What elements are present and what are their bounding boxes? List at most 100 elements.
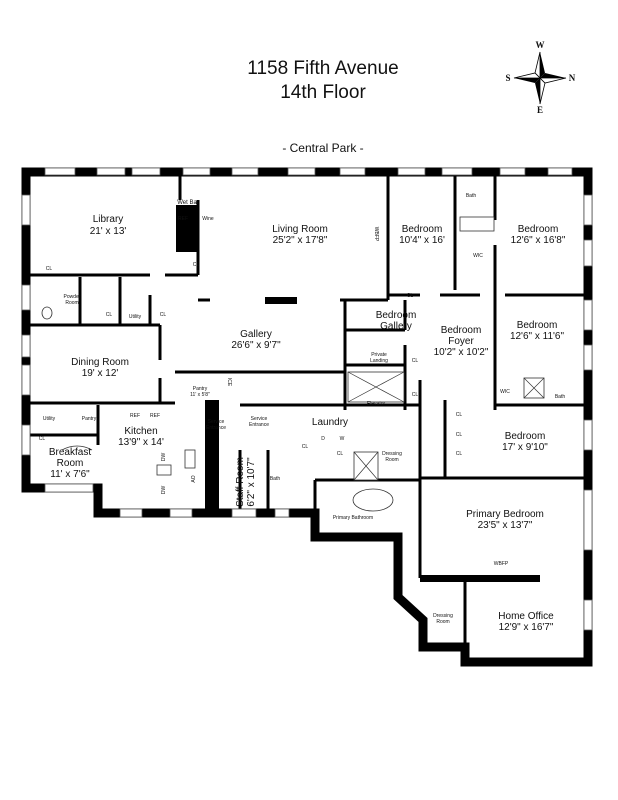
room-name: Staff Room xyxy=(235,457,246,507)
dryer-label: D xyxy=(321,436,325,442)
powder-room-label: Powder xyxy=(64,294,81,300)
windows xyxy=(21,167,593,631)
room-name: Bedroom xyxy=(402,224,443,235)
room-dims: 23'5" x 13'7" xyxy=(478,520,533,531)
dressing-room-label: Room xyxy=(385,457,398,463)
room-dims: 6'2" x 10'7" xyxy=(246,457,257,507)
compass-south: S xyxy=(505,73,510,83)
room-kitchen: Kitchen 13'9" x 14' xyxy=(118,426,164,448)
bath-label: Bath xyxy=(466,193,477,199)
compass-north: N xyxy=(569,73,576,83)
utility-label: Utility xyxy=(43,416,56,422)
service-entrance-label: Service xyxy=(208,419,225,425)
room-staff-room: Staff Room 6'2" x 10'7" xyxy=(235,457,257,507)
dishwasher-label: DW xyxy=(161,453,167,462)
room-name: Gallery xyxy=(240,329,272,340)
closet-label: CL xyxy=(456,451,463,457)
room-dims: 17' x 9'10" xyxy=(502,442,548,453)
closet-label: CL xyxy=(160,312,167,318)
wine-label: Wine xyxy=(202,216,214,222)
closet-label: CL xyxy=(407,293,414,299)
room-dims: 10'4" x 16' xyxy=(399,235,445,246)
room-library: Library 21' x 13' xyxy=(90,214,127,237)
compass-west: W xyxy=(536,40,545,50)
room-name: Bedroom xyxy=(441,325,482,336)
room-dims: 25'2" x 17'8" xyxy=(273,235,328,246)
fireplace-label: WBFP xyxy=(494,561,509,567)
central-park-label: - Central Park - xyxy=(282,141,363,155)
ref-label: REF xyxy=(178,216,188,222)
room-dims: 26'6" x 9'7" xyxy=(231,340,281,351)
room-dims: 11' x 7'6" xyxy=(50,469,90,480)
room-name: Bedroom xyxy=(505,431,546,442)
fireplace-label: WBFP xyxy=(373,227,379,242)
room-name: Foyer xyxy=(448,336,474,347)
powder-room-label: Room xyxy=(65,300,78,306)
appliance-label: AO xyxy=(191,475,197,482)
washer-label: W xyxy=(340,436,345,442)
closet-label: CL xyxy=(456,412,463,418)
closet-label: CL xyxy=(46,266,53,272)
ice-label: ICE xyxy=(226,378,232,387)
room-bedroom-1: Bedroom 10'4" x 16' xyxy=(399,224,445,246)
room-bedroom-4: Bedroom 17' x 9'10" xyxy=(502,431,548,453)
compass-rose-icon xyxy=(513,51,567,105)
dressing-room-label: Dressing xyxy=(433,613,453,619)
room-name: Kitchen xyxy=(124,426,157,437)
service-entrance-label: Service xyxy=(251,416,268,422)
private-landing-label: Private xyxy=(371,352,387,358)
room-gallery: Gallery 26'6" x 9'7" xyxy=(231,329,281,351)
closet-label: CL xyxy=(412,358,419,364)
service-entrance-label: Entrance xyxy=(249,422,269,428)
room-dims: 21' x 13' xyxy=(90,226,127,237)
fixture-labels: Wet Bar REF Wine CL CL WBFP Bath WIC CL … xyxy=(39,193,566,625)
closet-label: CL xyxy=(456,432,463,438)
room-breakfast-room: Breakfast Room 11' x 7'6" xyxy=(49,447,91,480)
bath-label: Bath xyxy=(555,394,566,400)
room-name: Living Room xyxy=(272,224,328,235)
room-bedroom-foyer: Bedroom Foyer 10'2" x 10'2" xyxy=(434,325,489,358)
room-name: Home Office xyxy=(498,611,554,622)
room-dims: 11' x 5'8" xyxy=(190,392,210,398)
closet-label: CL xyxy=(39,436,46,442)
room-pantry: Pantry 11' x 5'8" xyxy=(190,386,210,398)
primary-bathroom-label: Primary Bathroom xyxy=(333,515,373,521)
room-name: Gallery xyxy=(380,321,412,332)
room-name: Bedroom xyxy=(517,320,558,331)
room-laundry: Laundry xyxy=(312,417,348,428)
wic-label: WIC xyxy=(500,389,510,395)
floor-title: 14th Floor xyxy=(280,82,366,103)
room-home-office: Home Office 12'9" x 16'7" xyxy=(498,611,554,633)
room-name: Pantry xyxy=(193,386,208,392)
wet-bar-label: Wet Bar xyxy=(177,200,199,206)
elevator-label: Elevator xyxy=(367,401,386,407)
room-dims: 12'9" x 16'7" xyxy=(499,622,554,633)
room-bedroom-2: Bedroom 12'6" x 16'8" xyxy=(511,224,566,246)
ref-label: REF xyxy=(150,413,160,419)
room-dims: 12'6" x 11'6" xyxy=(510,331,565,342)
closet-label: CL xyxy=(302,444,309,450)
room-dims: 13'9" x 14' xyxy=(118,437,164,448)
room-name: Bedroom xyxy=(376,310,417,321)
room-name: Dining Room xyxy=(71,357,129,368)
building-title: 1158 Fifth Avenue xyxy=(247,58,398,79)
closet-label: CL xyxy=(193,262,200,268)
private-landing-label: Landing xyxy=(370,358,388,364)
dressing-room-label: Dressing xyxy=(382,451,402,457)
room-name: Library xyxy=(93,214,124,225)
pantry-label: Pantry xyxy=(82,416,97,422)
room-name: Bedroom xyxy=(518,224,559,235)
utility-label: Utility xyxy=(129,314,142,320)
room-dims: 12'6" x 16'8" xyxy=(511,235,566,246)
room-name: Room xyxy=(57,458,84,469)
room-name: Breakfast xyxy=(49,447,91,458)
room-name: Primary Bedroom xyxy=(466,509,544,520)
closet-label: CL xyxy=(106,312,113,318)
closet-label: CL xyxy=(337,451,344,457)
ref-label: REF xyxy=(130,413,140,419)
service-entrance-label: Entrance xyxy=(206,425,226,431)
bath-label: Bath xyxy=(270,476,281,482)
room-dining-room: Dining Room 19' x 12' xyxy=(71,357,129,379)
room-dims: 19' x 12' xyxy=(82,368,119,379)
